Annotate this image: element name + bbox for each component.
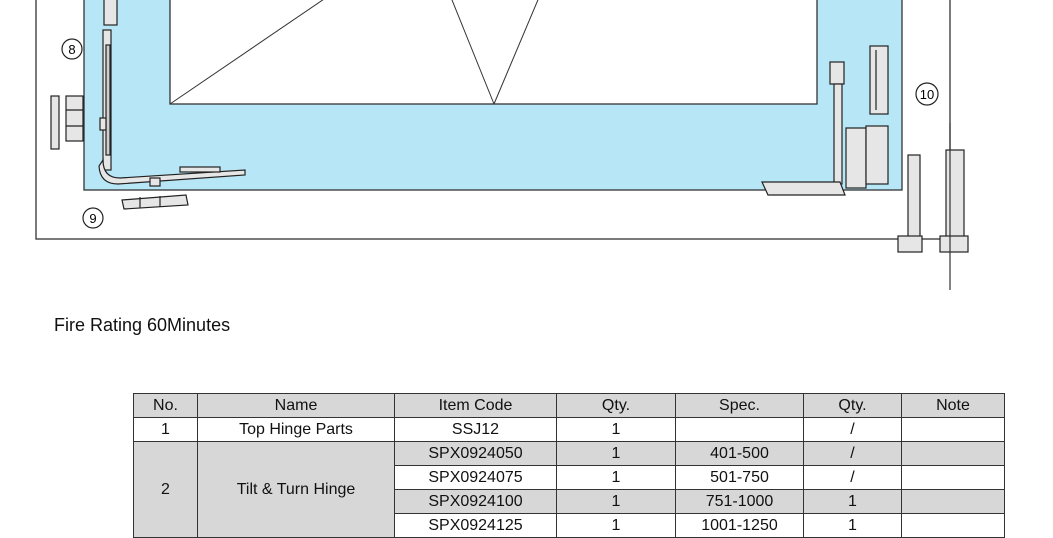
cell-note [901,465,1005,490]
cell-qty: 1 [556,441,676,466]
cell-spec [675,417,804,442]
cell-code: SPX0924100 [394,489,557,514]
cell-code: SPX0924075 [394,465,557,490]
cell-note [901,489,1005,514]
bottom-left-part [121,194,189,210]
header-note: Note [901,393,1005,418]
callout-9-label: 9 [89,211,96,226]
cell-name: Tilt & Turn Hinge [197,441,395,538]
table-row: SPX0924075 1 501-750 / [134,465,1005,490]
table-row: 2 Tilt & Turn Hinge SPX0924050 1 401-500… [133,441,1005,538]
header-item-code: Item Code [394,393,557,418]
cell-code: SPX0924050 [394,441,557,466]
cell-qty-2: 1 [803,513,902,538]
cell-no: 2 [133,441,198,538]
header-qty: Qty. [556,393,676,418]
cell-qty: 1 [556,465,676,490]
cell-qty-2: / [803,465,902,490]
left-gear-rod [98,0,246,187]
opening-lines [169,0,539,105]
cell-qty: 1 [556,417,676,442]
cell-note [901,441,1005,466]
cell-spec: 751-1000 [675,489,804,514]
parts-table: No. Name Item Code Qty. Spec. Qty. Note … [133,393,1005,538]
callout-8: 8 [61,38,83,60]
cell-spec: 1001-1250 [675,513,804,538]
cell-qty-2: / [803,441,902,466]
cell-note [901,417,1005,442]
fire-rating-label: Fire Rating 60Minutes [54,315,231,335]
cell-qty-2: 1 [803,489,902,514]
callout-10-label: 10 [920,87,934,102]
cell-spec: 501-750 [675,465,804,490]
side-hinge-part [50,95,84,150]
cell-no: 1 [133,417,198,442]
cell-spec: 401-500 [675,441,804,466]
callout-10: 10 [915,82,939,106]
cell-qty: 1 [556,513,676,538]
header-spec: Spec. [675,393,804,418]
cell-name: Top Hinge Parts [197,417,395,442]
cell-qty: 1 [556,489,676,514]
cell-note [901,513,1005,538]
callout-9: 9 [82,207,104,229]
cell-qty-2: / [803,417,902,442]
right-hinge-assembly [761,45,889,196]
cell-code: SSJ12 [394,417,557,442]
cell-code: SPX0924125 [394,513,557,538]
callout-8-label: 8 [68,42,75,57]
frame-hinge-part [897,123,969,290]
hardware-drawing: 8 9 10 [35,0,969,290]
header-name: Name [197,393,395,418]
header-qty-2: Qty. [803,393,902,418]
table-header-row: No. Name Item Code Qty. Spec. Qty. Note [133,393,1005,418]
glass-pane [169,0,818,105]
table-row: 1 Top Hinge Parts SSJ12 1 / [133,417,1005,442]
header-no: No. [133,393,198,418]
outer-frame [35,0,951,240]
